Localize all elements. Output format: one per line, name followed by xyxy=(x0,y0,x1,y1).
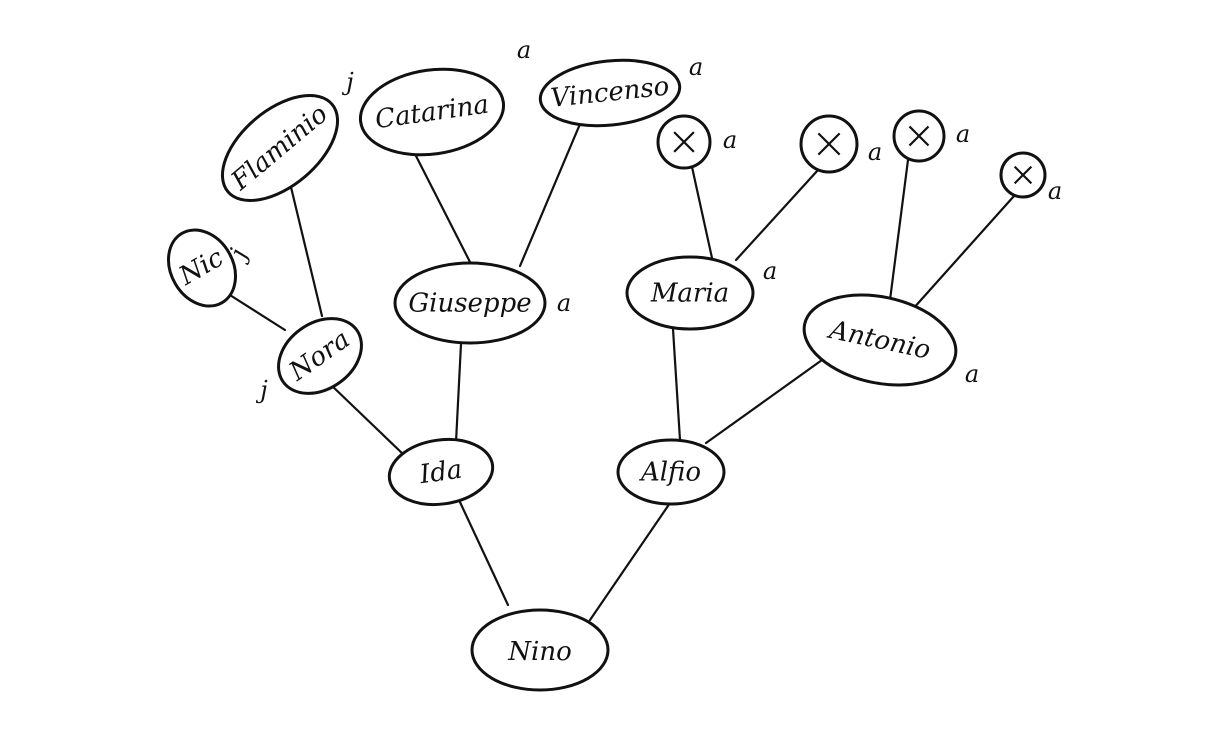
edge-maria-x2 xyxy=(734,168,820,262)
tree-edges xyxy=(220,122,1016,622)
origin-tag: a xyxy=(1048,177,1062,205)
node-ellipse xyxy=(220,93,340,203)
edge-antonio-x3 xyxy=(888,158,910,302)
node-nino: Nino xyxy=(470,608,610,692)
origin-tag: j xyxy=(255,376,268,404)
edge-giuseppe-vincenso xyxy=(518,122,582,268)
node-x4: a xyxy=(999,151,1062,205)
node-ellipse xyxy=(538,58,682,128)
node-label: Ida xyxy=(417,455,464,491)
node-ellipse xyxy=(393,261,547,345)
node-label: Alfio xyxy=(639,457,701,487)
edge-alfio-maria xyxy=(671,327,682,442)
node-ellipse xyxy=(277,317,363,395)
edge-ida-giuseppe xyxy=(454,342,463,444)
edge-nora-flaminio xyxy=(288,181,324,318)
edge-maria-x1 xyxy=(690,165,714,260)
node-ellipse xyxy=(625,255,755,331)
origin-tag: a xyxy=(723,126,737,154)
cross-icon xyxy=(1013,165,1033,185)
edge-nino-ida xyxy=(457,498,510,607)
edge-nino-alfio xyxy=(588,501,672,622)
origin-tag: a xyxy=(956,120,970,148)
cross-icon xyxy=(673,131,695,153)
node-alfio: Alfio xyxy=(616,438,726,506)
cross-icon xyxy=(908,125,930,147)
node-giuseppe: Giuseppe a xyxy=(393,261,571,345)
node-ellipse xyxy=(167,228,237,308)
origin-tag: a xyxy=(689,53,703,81)
edge-nora-nic xyxy=(220,288,287,332)
node-label: Maria xyxy=(650,278,729,308)
node-ellipse xyxy=(387,437,495,507)
node-label: Giuseppe xyxy=(408,288,531,318)
origin-tag: a xyxy=(557,289,571,317)
node-x1: a xyxy=(656,114,737,170)
edge-ida-nora xyxy=(328,382,406,457)
node-ellipse xyxy=(802,293,958,387)
node-ellipse xyxy=(470,608,610,692)
edge-antonio-x4 xyxy=(910,194,1016,312)
node-x3: a xyxy=(892,109,970,163)
node-x2: a xyxy=(799,114,882,174)
node-ida: Ida xyxy=(387,437,495,507)
edge-giuseppe-catarina xyxy=(412,150,472,264)
origin-tag: a xyxy=(517,36,531,64)
origin-tag: a xyxy=(965,360,979,388)
node-label: Nino xyxy=(507,637,571,667)
origin-tag: j xyxy=(341,68,354,96)
cross-icon xyxy=(817,132,841,156)
origin-tag: a xyxy=(763,257,777,285)
edge-alfio-antonio xyxy=(704,358,824,445)
node-ellipse xyxy=(616,438,726,506)
origin-tag: a xyxy=(868,138,882,166)
node-ellipse xyxy=(358,67,506,157)
node-maria: Maria a xyxy=(625,255,777,331)
